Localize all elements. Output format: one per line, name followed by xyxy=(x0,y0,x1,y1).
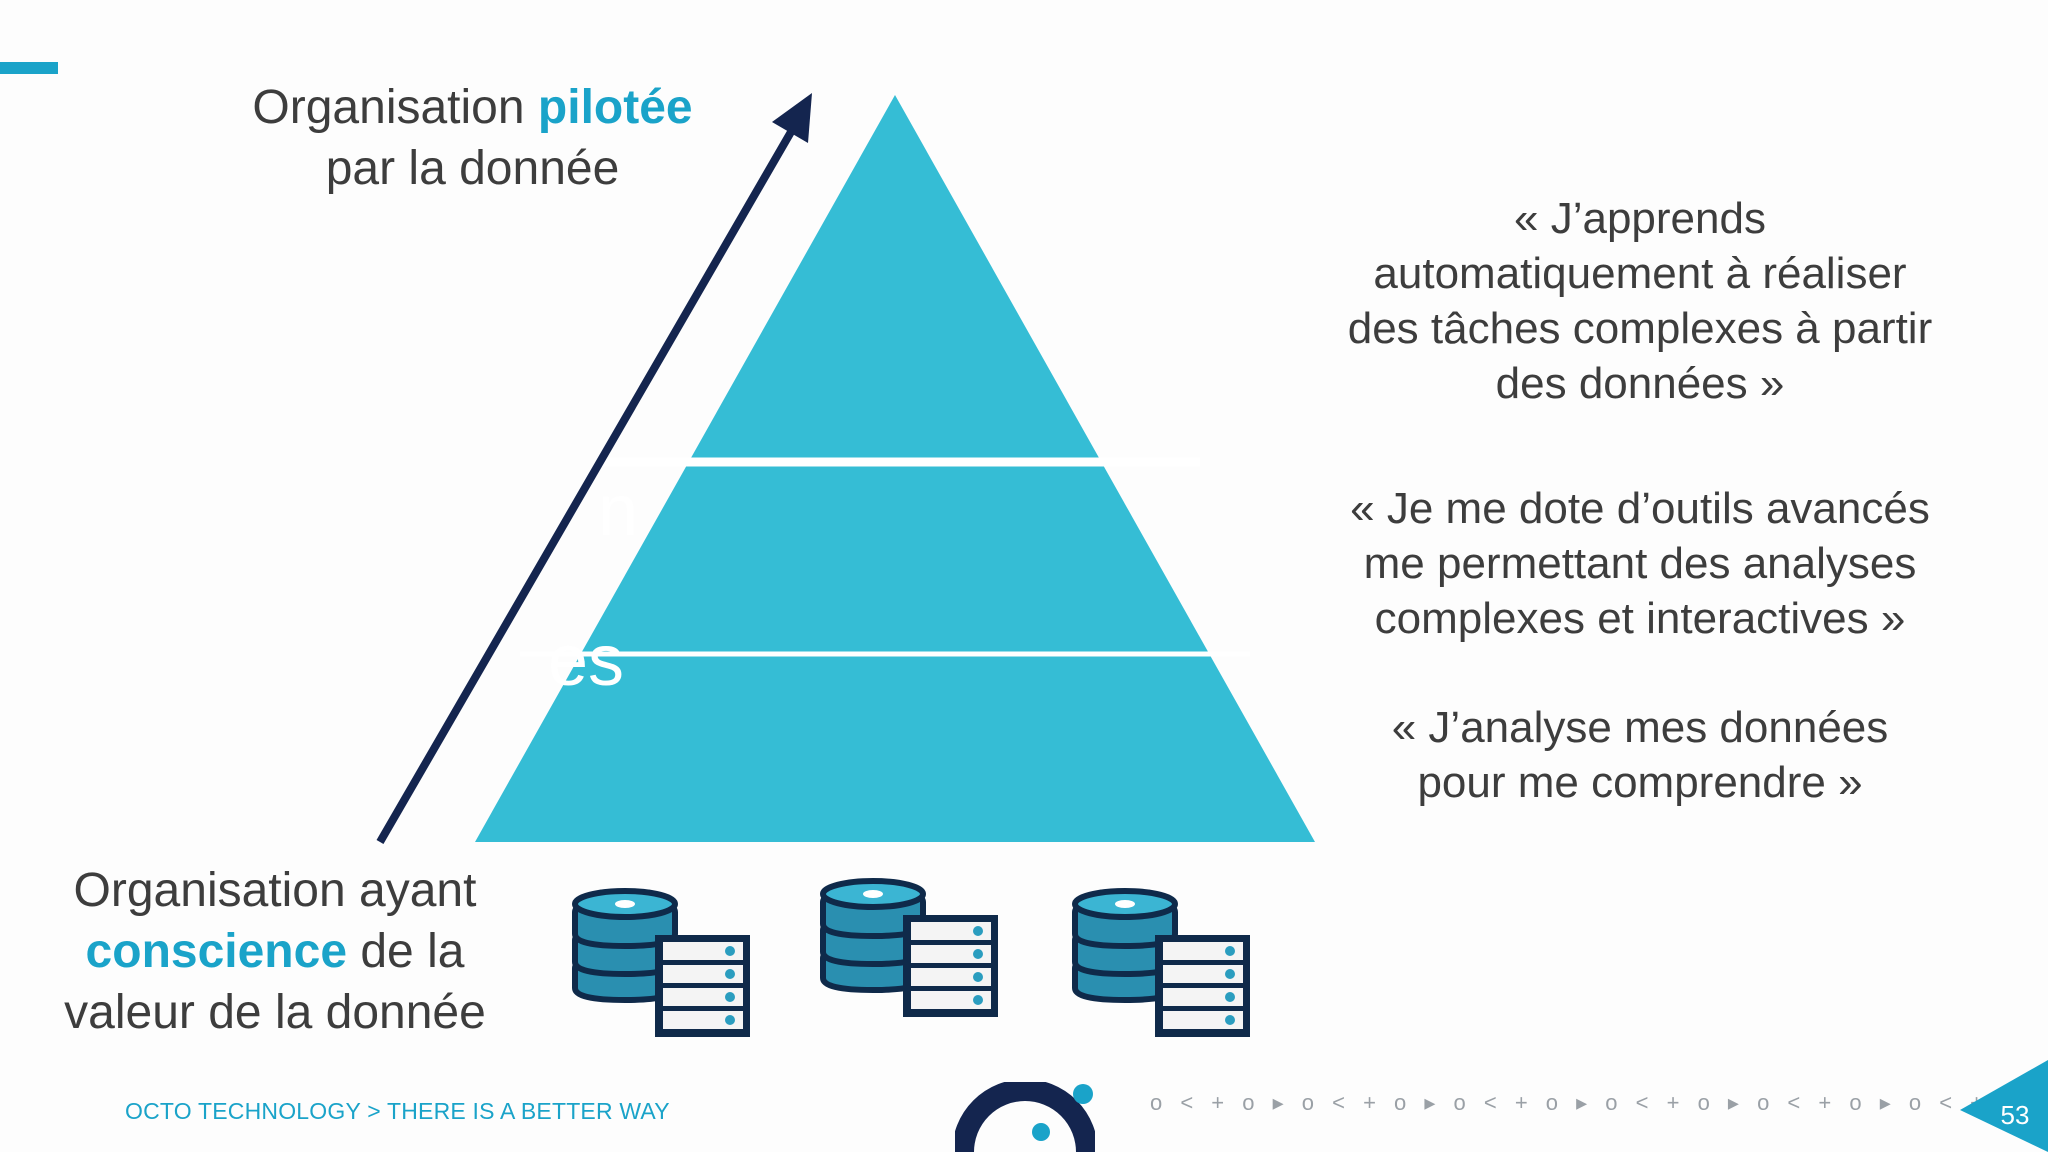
quote-middle: « Je me dote d’outils avancés me permett… xyxy=(1300,481,1980,646)
pyramid-ghost-text-1: n xyxy=(598,471,639,551)
database-server-icon xyxy=(1072,888,1250,1037)
bottom-label-line1: Organisation ayant xyxy=(73,864,477,917)
accent-bar xyxy=(0,62,58,74)
database-server-icon xyxy=(572,888,750,1037)
top-label-line1: Organisation pilotée xyxy=(200,77,745,138)
quote-line: me permettant des analyses xyxy=(1363,539,1917,588)
progress-arrow-head xyxy=(772,93,812,143)
page-number: 53 xyxy=(2000,1100,2030,1130)
bottom-label-suffix: de la xyxy=(347,925,465,978)
page-badge-shape xyxy=(1960,1060,2048,1152)
quote-line: des tâches complexes à partir xyxy=(1347,304,1933,353)
top-label-highlight: pilotée xyxy=(537,81,693,134)
quote-top: « J’apprends automatiquement à réaliser … xyxy=(1300,191,1980,411)
top-label: Organisation pilotée par la donnée xyxy=(200,77,745,199)
pyramid-shape xyxy=(475,95,1315,842)
bottom-label-line2: conscience de la xyxy=(25,921,525,982)
footer-pattern: o < + o ▸ o < + o ▸ o < + o ▸ o < + o ▸ … xyxy=(1150,1090,2020,1115)
quote-line: complexes et interactives » xyxy=(1374,594,1906,643)
pyramid-ghost-text-2: es xyxy=(548,621,625,701)
top-label-prefix: Organisation xyxy=(252,81,538,134)
footer-tagline: OCTO TECHNOLOGY > THERE IS A BETTER WAY xyxy=(125,1098,670,1124)
quote-bottom: « J’analyse mes données pour me comprend… xyxy=(1300,700,1980,810)
quote-line: des données » xyxy=(1495,359,1785,408)
quote-line: « J’analyse mes données xyxy=(1391,703,1889,752)
bottom-label: Organisation ayant conscience de la vale… xyxy=(25,860,525,1043)
progress-arrow-line xyxy=(376,122,799,845)
database-server-icon xyxy=(820,878,998,1017)
quote-line: pour me comprendre » xyxy=(1417,758,1863,807)
quote-line: « Je me dote d’outils avancés xyxy=(1350,484,1930,533)
bottom-label-line3: valeur de la donnée xyxy=(64,986,486,1039)
quote-line: « J’apprends xyxy=(1514,194,1766,243)
quote-line: automatiquement à réaliser xyxy=(1373,249,1907,298)
top-label-line2: par la donnée xyxy=(325,142,620,195)
bottom-label-highlight: conscience xyxy=(85,925,348,978)
octo-logo-icon xyxy=(955,1082,1095,1152)
